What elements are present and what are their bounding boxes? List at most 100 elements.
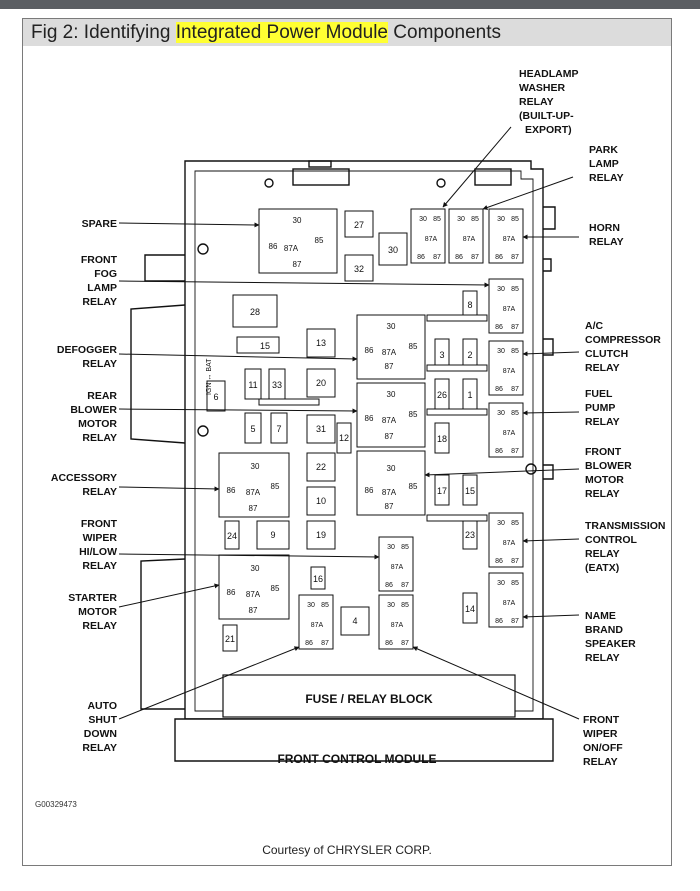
svg-text:87: 87 [385,362,394,371]
svg-text:REAR: REAR [87,390,117,402]
svg-text:85: 85 [511,520,519,527]
fuse-27-label: 27 [354,220,364,230]
svg-text:86: 86 [227,588,236,597]
label-front-wiper-on-off-relay: FRONT WIPER ON/OFF RELAY [583,714,623,768]
svg-text:86: 86 [495,448,503,455]
fuse-15b-label: 15 [465,486,475,496]
svg-text:LAMP: LAMP [589,158,619,170]
svg-text:30: 30 [387,322,396,331]
courtesy-caption: Courtesy of CHRYSLER CORP. [262,843,432,857]
svg-text:RELAY: RELAY [585,652,620,664]
svg-text:30: 30 [293,216,302,225]
svg-text:85: 85 [511,216,519,223]
relay-starter [218,554,290,620]
svg-text:WIPER: WIPER [583,728,618,740]
svg-text:85: 85 [511,410,519,417]
fuse-30-label: 30 [388,245,398,255]
svg-text:30: 30 [251,462,260,471]
svg-text:87A: 87A [503,306,516,313]
svg-text:BRAND: BRAND [585,624,623,636]
svg-text:87: 87 [385,432,394,441]
power-module-diagram: FUSE / RELAY BLOCK FRONT CONTROL MODULE [51,68,666,768]
svg-text:HORN: HORN [589,222,620,234]
svg-text:A/C: A/C [585,320,604,332]
svg-text:FRONT: FRONT [583,714,620,726]
svg-text:85: 85 [271,584,280,593]
svg-text:87A: 87A [382,488,397,497]
svg-text:HEADLAMP: HEADLAMP [519,68,579,80]
fuses [206,210,488,652]
svg-text:86: 86 [365,346,374,355]
svg-text:RELAY: RELAY [589,236,624,248]
fuse-31-label: 31 [316,424,326,434]
svg-text:86: 86 [365,486,374,495]
relay-spare [258,208,338,274]
label-rear-blower-motor-relay: REAR BLOWER MOTOR RELAY [70,390,117,444]
fuse-8-label: 8 [467,300,472,310]
svg-text:30: 30 [497,286,505,293]
fuse-6-label: 6 [213,392,218,402]
fuse-14-label: 14 [465,604,475,614]
svg-text:87A: 87A [391,564,404,571]
front-control-module: FRONT CONTROL MODULE [174,718,554,766]
svg-text:30: 30 [307,602,315,609]
svg-text:85: 85 [511,348,519,355]
svg-text:85: 85 [511,286,519,293]
fuse-15-label: 15 [260,341,270,351]
fuse-relay-block-label: FUSE / RELAY BLOCK [305,692,433,706]
label-transmission-control-relay: TRANSMISSION CONTROL RELAY (EATX) [585,520,666,574]
svg-text:RELAY: RELAY [585,362,620,374]
fuse-2-label: 2 [467,350,472,360]
leader-lines [118,126,580,720]
svg-text:85: 85 [409,342,418,351]
fuse-32-label: 32 [354,264,364,274]
svg-text:87: 87 [293,260,302,269]
svg-text:87A: 87A [246,488,261,497]
svg-text:87A: 87A [463,236,476,243]
svg-text:86: 86 [417,254,425,261]
figure-title: Fig 2: Identifying Integrated Power Modu… [31,22,501,44]
svg-text:87: 87 [511,448,519,455]
svg-text:RELAY: RELAY [82,432,117,444]
svg-text:HI/LOW: HI/LOW [79,546,117,558]
label-accessory-relay: ACCESSORY RELAY [51,472,117,498]
svg-text:87: 87 [511,254,519,261]
svg-text:87A: 87A [503,600,516,607]
svg-text:85: 85 [511,580,519,587]
svg-text:30: 30 [387,544,395,551]
relay-defogger [356,314,426,380]
label-ac-compressor-clutch-relay: A/C COMPRESSOR CLUTCH RELAY [585,320,661,374]
svg-text:87: 87 [321,640,329,647]
svg-text:30: 30 [251,564,260,573]
title-highlight: Integrated Power Module [175,22,388,43]
svg-text:86: 86 [385,640,393,647]
svg-text:(BUILT-UP-: (BUILT-UP- [519,110,574,122]
svg-text:87A: 87A [425,236,438,243]
fuse-22-label: 22 [316,462,326,472]
window-top-bar [0,0,700,9]
fuse-relay-block: FUSE / RELAY BLOCK [222,674,516,718]
svg-text:86: 86 [385,582,393,589]
svg-text:RELAY: RELAY [589,172,624,184]
label-front-blower-motor-relay: FRONT BLOWER MOTOR RELAY [585,446,632,500]
svg-text:85: 85 [315,236,324,245]
fuse-23-label: 23 [465,530,475,540]
svg-text:(EATX): (EATX) [585,562,619,574]
label-spare: SPARE [82,218,117,230]
ign-bat-label: IGN ↔ BAT [206,358,213,395]
svg-text:85: 85 [401,602,409,609]
svg-text:85: 85 [471,216,479,223]
label-park-lamp-relay: PARK LAMP RELAY [589,144,624,184]
svg-text:LAMP: LAMP [87,282,117,294]
svg-text:87A: 87A [503,368,516,375]
mini-relays [298,208,524,650]
svg-text:87A: 87A [382,416,397,425]
svg-text:86: 86 [365,414,374,423]
svg-text:MOTOR: MOTOR [585,474,624,486]
svg-text:87: 87 [511,558,519,565]
fuse-19-label: 19 [316,530,326,540]
svg-text:86: 86 [495,324,503,331]
svg-text:RELAY: RELAY [585,548,620,560]
svg-text:SHUT: SHUT [88,714,117,726]
svg-text:30: 30 [387,602,395,609]
